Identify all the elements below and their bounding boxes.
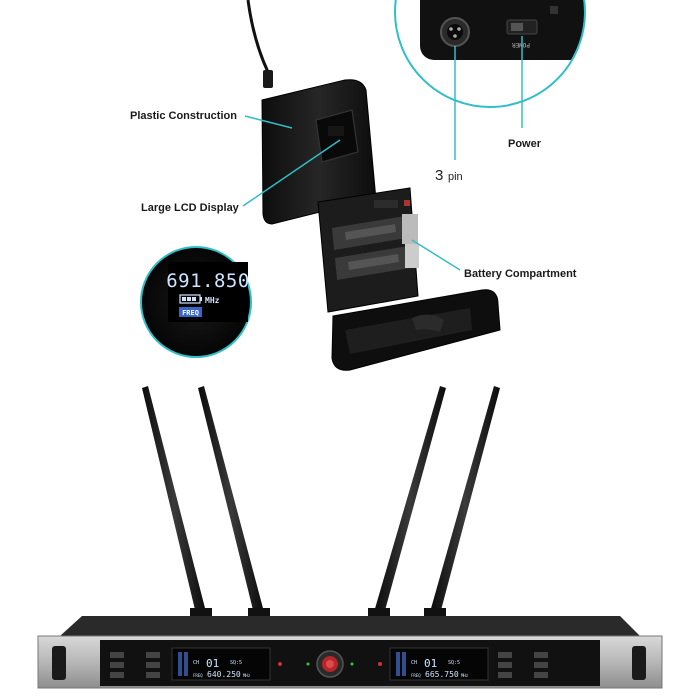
antenna-1 [142, 386, 206, 614]
left-sq: SQ:5 [230, 660, 242, 666]
rack-receiver: CH 01 SQ:5 FREQ 640.250 MHz CH 01 SQ:5 F… [37, 616, 663, 689]
antennas [142, 386, 500, 618]
left-channel: 01 [206, 657, 219, 670]
antenna-3 [374, 386, 446, 614]
left-rf-led-icon [278, 662, 282, 666]
left-frequency: 640.250 [207, 670, 241, 679]
lcd-frequency: 691.850 [166, 270, 250, 292]
right-handle [632, 646, 646, 680]
pin-unit: pin [448, 171, 463, 183]
left-channel-buttons [110, 652, 160, 678]
right-channel-buttons [498, 652, 548, 678]
lcd-battery-icon [179, 294, 202, 304]
left-display: CH 01 SQ:5 FREQ 640.250 MHz [171, 647, 271, 681]
connector-zoom-circle: POWER [394, 0, 586, 108]
lcd-zoom-circle: 691.850 MHz FREQ [140, 246, 252, 358]
power-knob-icon [316, 650, 344, 678]
left-freq-label: FREQ [193, 673, 203, 678]
plastic-callout-line [244, 115, 293, 129]
battery-compartment [332, 200, 419, 280]
pack-led-icon [404, 200, 410, 206]
lcd-mode: FREQ [182, 309, 199, 317]
left-mhz: MHz [243, 673, 251, 678]
bodypack-transmitter [246, 0, 501, 371]
right-ch-label: CH [411, 660, 417, 666]
power-callout-label: Power [508, 138, 542, 150]
lcd-callout-line [242, 139, 341, 207]
right-display: CH 01 SQ:5 FREQ 665.750 MHz [389, 647, 489, 681]
lcd-callout-label: Large LCD Display [141, 202, 240, 214]
right-rf-led-icon [378, 662, 382, 666]
right-frequency: 665.750 [425, 670, 459, 679]
microphone-cable [246, 0, 270, 73]
pin-callout: 3 pin [435, 167, 463, 184]
connector-power-label: POWER [512, 41, 530, 48]
battery-callout-line [411, 239, 461, 271]
pin-number: 3 [435, 167, 443, 184]
right-freq-label: FREQ [411, 673, 421, 678]
lcd-unit: MHz [205, 296, 220, 305]
antenna-4 [430, 386, 500, 614]
right-channel: 01 [424, 657, 437, 670]
right-sq: SQ:5 [448, 660, 460, 666]
left-handle [52, 646, 66, 680]
antenna-2 [198, 386, 264, 614]
plastic-callout-label: Plastic Construction [130, 110, 237, 122]
right-mhz: MHz [461, 673, 469, 678]
left-ch-label: CH [193, 660, 199, 666]
battery-callout-label: Battery Compartment [464, 268, 577, 280]
